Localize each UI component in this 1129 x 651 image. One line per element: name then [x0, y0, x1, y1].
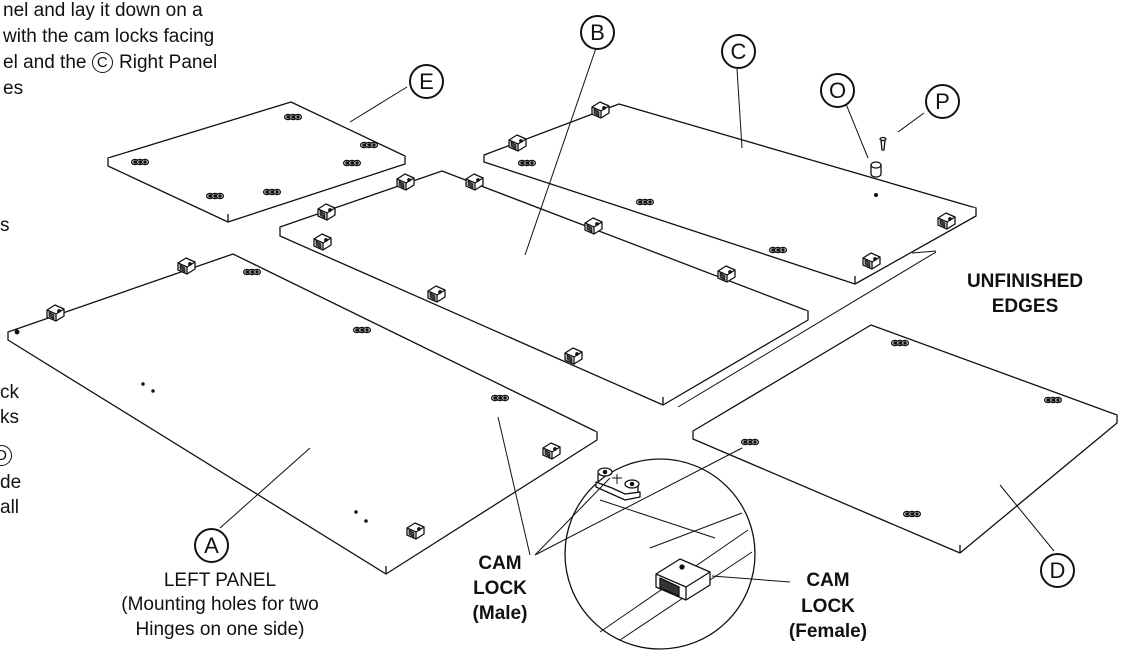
instruction-line-4: es [3, 78, 24, 99]
panel-b [279, 170, 809, 406]
panel-e [107, 101, 406, 223]
cam-lock-male-label-1: CAM [478, 553, 522, 574]
cam-lock-male [283, 113, 303, 121]
fragment-s: s [0, 215, 10, 236]
cam-lock-male [902, 510, 922, 518]
instruction-callout-c: C [91, 52, 114, 73]
fragment-ck: ck [0, 382, 19, 403]
cam-lock-male [130, 158, 150, 166]
cam-lock-female-label-2: LOCK [801, 596, 855, 617]
panel-c [483, 101, 977, 285]
cam-lock-male [342, 159, 362, 167]
cam-lock-male [517, 159, 537, 167]
cam-lock-male [768, 246, 788, 254]
instruction-line-2: with the cam locks facing [3, 26, 215, 47]
fragment-all: all [0, 497, 20, 518]
unfinished-edges-label-2: EDGES [991, 296, 1059, 317]
cam-lock-male [490, 394, 510, 402]
unfinished-edges-label-1: UNFINISHED [966, 271, 1084, 292]
panel-d [692, 324, 1118, 554]
detail-cam-male [595, 467, 641, 501]
cam-lock-male [205, 192, 225, 200]
cam-lock-male [740, 438, 760, 446]
callout-b: B [580, 15, 615, 50]
cam-lock-female-label-3: (Female) [788, 621, 868, 642]
instruction-line-3-end: Right Panel [119, 52, 218, 73]
callout-c: C [721, 34, 756, 69]
cam-lock-male [352, 326, 372, 334]
cam-lock-male [890, 339, 910, 347]
cam-lock-male-label-3: (Male) [472, 603, 528, 624]
detail-magnifier [564, 458, 756, 650]
callout-p: P [925, 84, 960, 119]
cam-lock-male [635, 198, 655, 206]
left-panel-note-1: (Mounting holes for two [121, 594, 319, 615]
cam-lock-female [717, 265, 736, 283]
cam-lock-male-label-2: LOCK [473, 578, 527, 599]
detail-cam-female [655, 558, 711, 601]
callout-e: E [409, 64, 444, 99]
leader-lines [219, 47, 1055, 583]
left-panel-note-2: Hinges on one side) [135, 619, 305, 640]
fragment-de: de [0, 472, 22, 493]
cam-lock-male [1043, 396, 1063, 404]
instruction-line-1: nel and lay it down on a [3, 0, 203, 21]
cam-lock-female-label-1: CAM [806, 570, 850, 591]
instruction-line-3: el and the C Right Panel [3, 52, 217, 74]
callout-o: O [820, 73, 855, 108]
cam-lock-male [262, 188, 282, 196]
callout-a: A [194, 528, 229, 563]
callout-d: D [1040, 553, 1075, 588]
instruction-line-3-start: el and the [3, 52, 87, 73]
hardware-o-p [870, 136, 887, 198]
cam-lock-male [242, 268, 262, 276]
left-panel-title: LEFT PANEL [163, 570, 277, 591]
fragment-ks: ks [0, 407, 19, 428]
callout-c-inline: C [91, 52, 113, 73]
panel-a [7, 253, 598, 575]
cam-lock-male [359, 141, 379, 149]
